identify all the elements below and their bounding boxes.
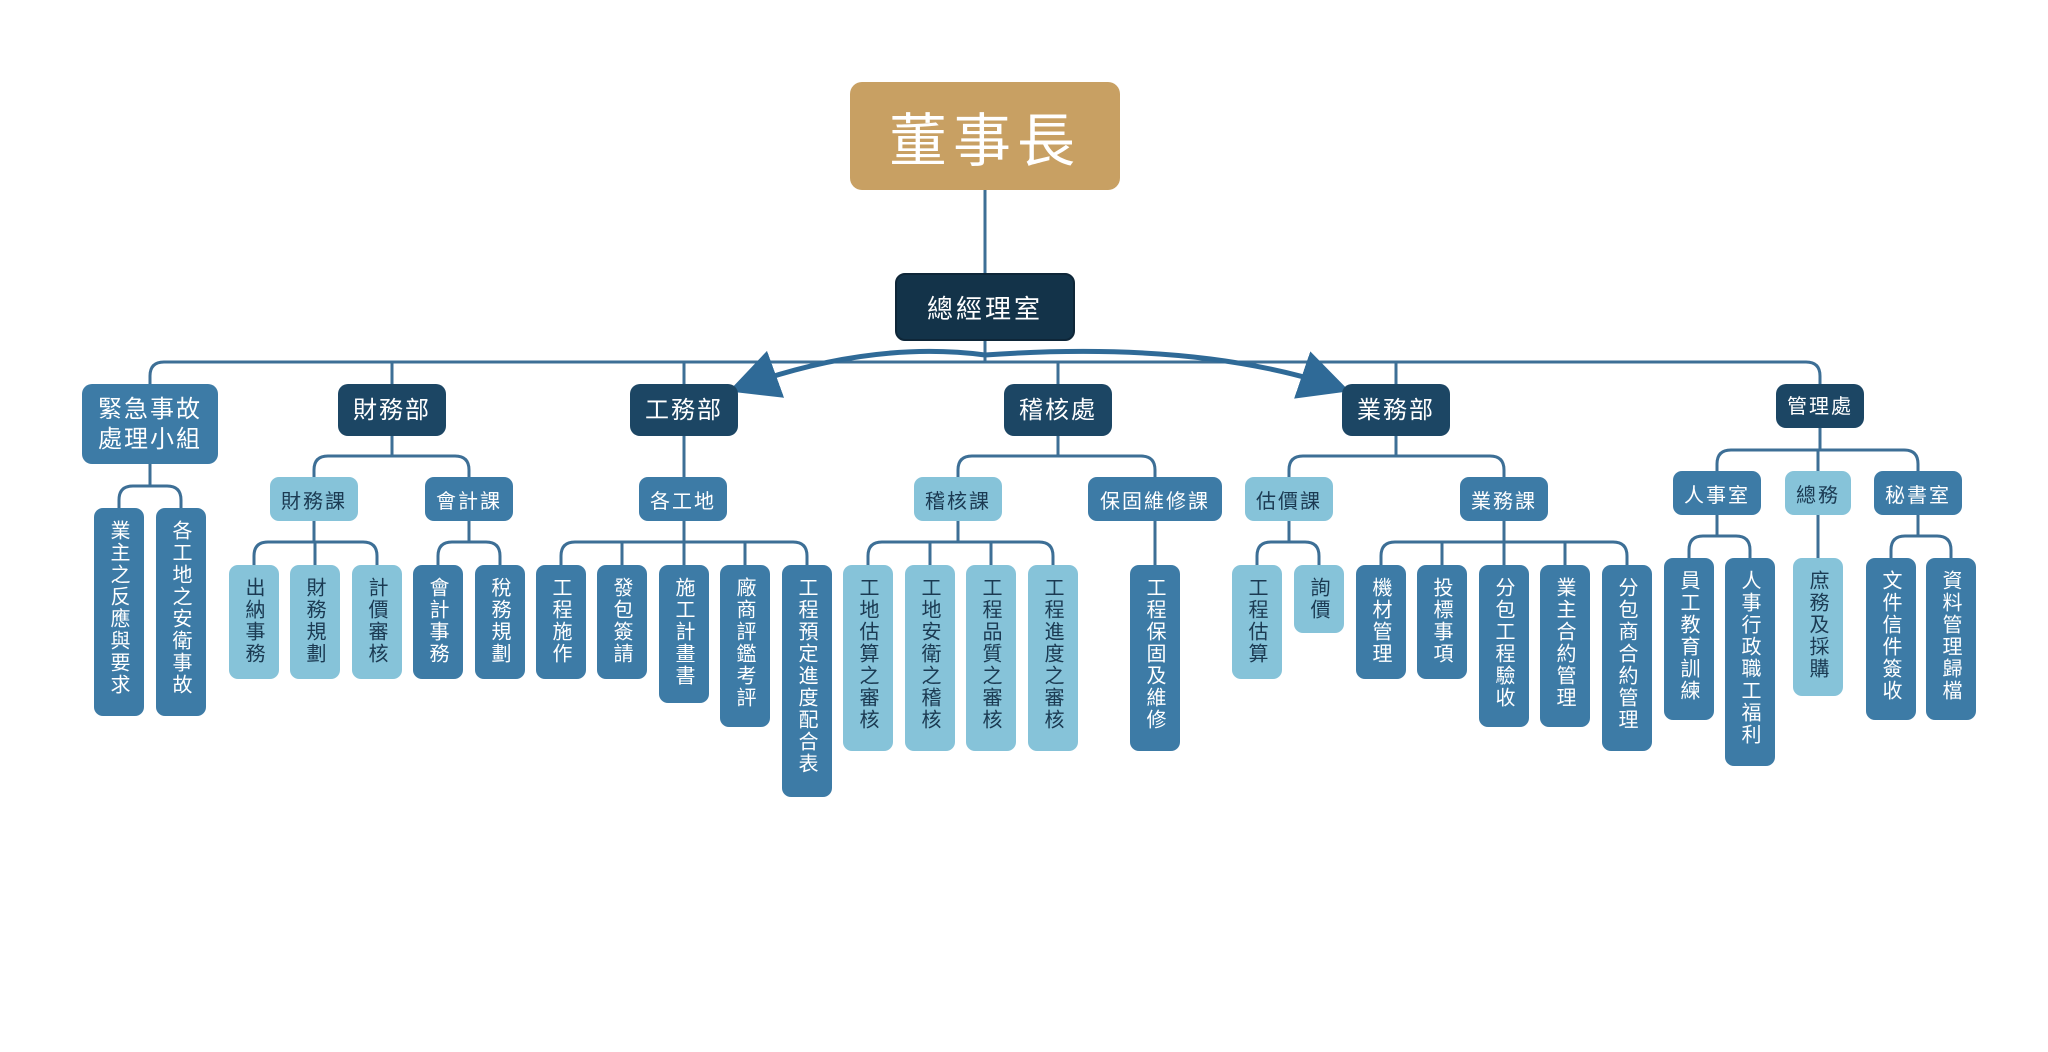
connector-line: [559, 540, 576, 565]
leaf-item: 發包簽請: [597, 565, 647, 679]
connector-line: [1715, 448, 1732, 471]
leaf-item: 工程品質之審核: [966, 565, 1016, 751]
leaf-item: 工程施作: [536, 565, 586, 679]
connector-line: [1038, 540, 1055, 565]
section-accounting: 會計課: [425, 477, 513, 521]
leaf-item: 工程保固及維修: [1130, 565, 1180, 751]
section-general-affairs: 總務: [1785, 471, 1851, 515]
connector-line: [1936, 534, 1953, 558]
leaf-item: 工程估算: [1232, 565, 1282, 679]
section-audit: 稽核課: [914, 477, 1002, 521]
connector-line: [792, 540, 809, 565]
left-arrow: [728, 348, 986, 398]
connector-line: [117, 484, 134, 508]
leaf-item: 業主之反應與要求: [94, 508, 144, 716]
leaf-item: 施工計畫書: [659, 565, 709, 703]
connector-line: [956, 454, 973, 477]
connector-line: [1805, 360, 1822, 384]
leaf-item: 文件信件簽收: [1866, 558, 1916, 720]
leaf-item: 財務規劃: [290, 565, 340, 679]
connector-line: [485, 540, 502, 565]
dept-business: 業務部: [1342, 384, 1450, 436]
connector-line: [1687, 534, 1704, 558]
leaf-item: 會計事務: [413, 565, 463, 679]
leaf-item: 計價審核: [352, 565, 402, 679]
leaf-item: 稅務規劃: [475, 565, 525, 679]
section-estimate: 估價課: [1245, 477, 1333, 521]
leaf-item: 詢價: [1294, 565, 1344, 633]
connector-line: [1735, 534, 1752, 558]
connector-line: [148, 360, 165, 384]
section-sales: 業務課: [1460, 477, 1548, 521]
connector-line: [1255, 540, 1272, 565]
connector-line: [1140, 454, 1157, 477]
dept-audit: 稽核處: [1004, 384, 1112, 436]
leaf-item: 工地估算之審核: [843, 565, 893, 751]
section-warranty: 保固維修課: [1088, 477, 1222, 521]
connector-line: [1489, 454, 1506, 477]
connector-line: [1287, 454, 1304, 477]
chairman-box: 董事長: [850, 82, 1120, 190]
leaf-item: 庶務及採購: [1793, 558, 1843, 696]
leaf-item: 廠商評鑑考評: [720, 565, 770, 727]
leaf-item: 工地安衛之稽核: [905, 565, 955, 751]
leaf-item: 工程進度之審核: [1028, 565, 1078, 751]
dept-engineering: 工務部: [630, 384, 738, 436]
section-finance: 財務課: [270, 477, 358, 521]
connector-line: [1612, 540, 1629, 565]
connector-line: [436, 540, 453, 565]
leaf-item: 資料管理歸檔: [1926, 558, 1976, 720]
leaf-item: 分包商合約管理: [1602, 565, 1652, 751]
dept-finance: 財務部: [338, 384, 446, 436]
connector-line: [252, 540, 269, 565]
section-hr: 人事室: [1673, 471, 1761, 515]
connector-line: [362, 540, 379, 565]
section-sites: 各工地: [639, 477, 727, 521]
leaf-item: 人事行政職工福利: [1725, 558, 1775, 766]
leaf-item: 機材管理: [1356, 565, 1406, 679]
leaf-item: 工程預定進度配合表: [782, 565, 832, 797]
leaf-item: 投標事項: [1417, 565, 1467, 679]
dept-emergency: 緊急事故處理小組: [82, 384, 218, 464]
connector-line: [1304, 540, 1321, 565]
connector-line: [1903, 448, 1920, 471]
connector-line: [1889, 534, 1906, 558]
general-manager-box: 總經理室: [895, 273, 1075, 341]
connector-line: [166, 484, 183, 508]
section-secretary: 秘書室: [1874, 471, 1962, 515]
dept-management: 管理處: [1776, 384, 1864, 428]
leaf-item: 業主合約管理: [1540, 565, 1590, 727]
connector-line: [312, 454, 329, 477]
connector-line: [454, 454, 471, 477]
leaf-item: 出納事務: [229, 565, 279, 679]
leaf-item: 分包工程驗收: [1479, 565, 1529, 727]
connector-line: [866, 540, 883, 565]
leaf-item: 各工地之安衛事故: [156, 508, 206, 716]
right-arrow: [984, 348, 1350, 399]
connector-line: [1379, 540, 1396, 565]
leaf-item: 員工教育訓練: [1664, 558, 1714, 720]
